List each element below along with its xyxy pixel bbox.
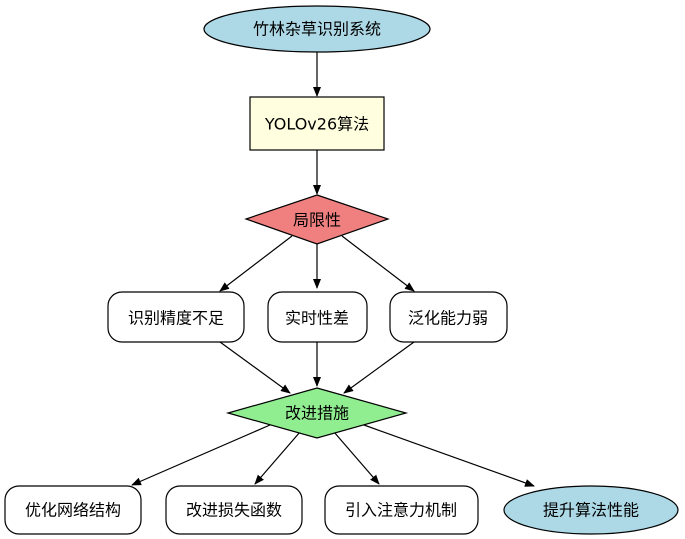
node-limitations-label: 局限性 (293, 211, 341, 230)
node-algorithm-label: YOLOv26算法 (264, 115, 369, 134)
node-system-label: 竹林杂草识别系统 (253, 20, 381, 39)
node-measures-label: 改进措施 (285, 404, 349, 423)
node-optimize-network-label: 优化网络结构 (25, 501, 121, 520)
node-system-shape (203, 5, 431, 53)
node-generalization: 泛化能力弱 (389, 291, 508, 343)
node-realtime-shape (267, 291, 368, 343)
node-algorithm-shape (249, 96, 385, 151)
node-accuracy-label: 识别精度不足 (128, 309, 224, 328)
edge-measures-to-improve-loss (254, 431, 301, 485)
node-generalization-shape (389, 291, 508, 343)
node-performance: 提升算法性能 (503, 485, 679, 535)
edge-limitations-to-generalization (341, 235, 415, 292)
node-improve-loss-shape (165, 485, 303, 535)
node-system: 竹林杂草识别系统 (203, 5, 431, 53)
edge-measures-to-optimize-network (131, 424, 271, 486)
node-realtime: 实时性差 (267, 291, 368, 343)
edge-generalization-to-measures (343, 341, 415, 394)
node-accuracy-shape (107, 291, 245, 343)
node-limitations-shape (244, 194, 390, 245)
node-attention-shape (324, 485, 479, 535)
node-performance-label: 提升算法性能 (543, 501, 639, 520)
node-improve-loss: 改进损失函数 (165, 485, 303, 535)
node-performance-shape (503, 485, 679, 535)
node-attention: 引入注意力机制 (324, 485, 479, 535)
node-generalization-label: 泛化能力弱 (408, 309, 488, 328)
node-algorithm: YOLOv26算法 (249, 96, 385, 151)
edge-limitations-to-accuracy (219, 235, 293, 292)
node-measures-shape (225, 387, 409, 439)
node-attention-label: 引入注意力机制 (345, 501, 457, 520)
node-realtime-label: 实时性差 (285, 309, 349, 328)
edge-accuracy-to-measures (219, 341, 291, 394)
node-improve-loss-label: 改进损失函数 (186, 501, 282, 520)
node-optimize-network: 优化网络结构 (4, 485, 142, 535)
node-measures: 改进措施 (225, 387, 409, 439)
edge-measures-to-attention (333, 431, 380, 485)
node-limitations: 局限性 (244, 194, 390, 245)
node-optimize-network-shape (4, 485, 142, 535)
edge-measures-to-performance (363, 424, 535, 487)
node-accuracy: 识别精度不足 (107, 291, 245, 343)
edges (131, 52, 535, 487)
